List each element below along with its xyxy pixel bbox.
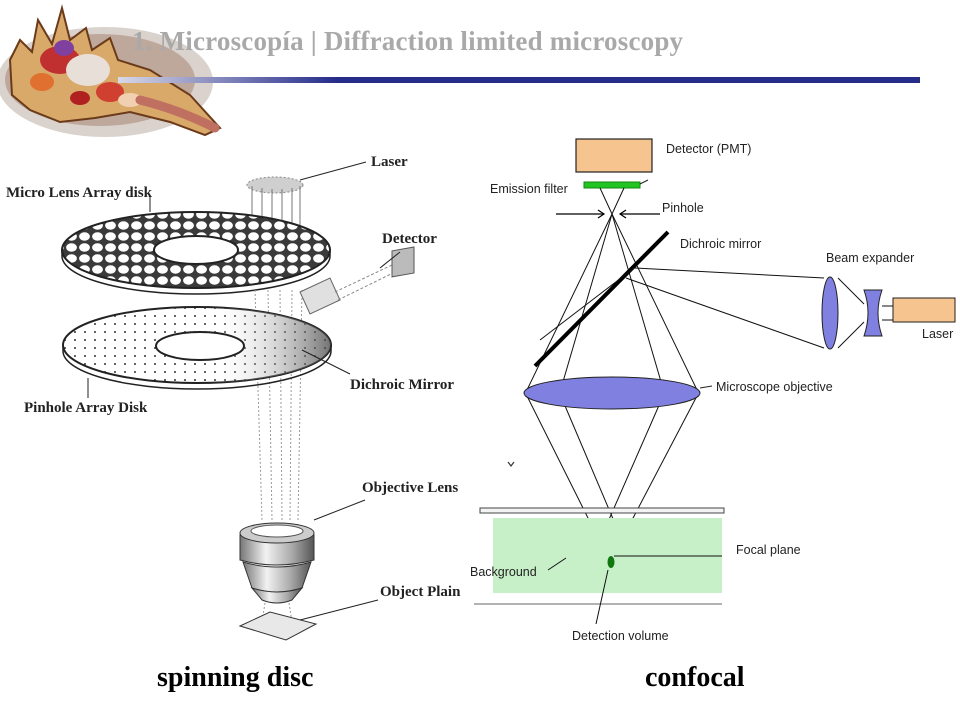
pinhole <box>556 209 660 219</box>
detection-rays <box>525 187 699 563</box>
detection-volume-spot <box>607 556 615 568</box>
label-microscope-objective: Microscope objective <box>716 380 833 394</box>
caption-spinning-disc: spinning disc <box>157 662 314 693</box>
label-focal-plane: Focal plane <box>736 543 801 557</box>
label-laser: Laser <box>371 154 408 170</box>
label-dichroic-mirror: Dichroic Mirror <box>350 377 454 393</box>
label-detector-pmt: Detector (PMT) <box>666 142 751 156</box>
title-underline-gradient <box>118 77 338 83</box>
label-pinhole: Pinhole <box>662 201 704 215</box>
detector-pmt-box <box>575 138 653 173</box>
laser-rays <box>539 267 894 349</box>
label-beam-expander: Beam expander <box>826 251 914 265</box>
spinning-disc-diagram <box>61 161 415 641</box>
label-laser-confocal: Laser <box>922 327 953 341</box>
label-pinhole-array-disk: Pinhole Array Disk <box>24 400 148 416</box>
microscope-objective <box>523 376 701 410</box>
laser-source <box>892 297 956 323</box>
pinhole-array-disk <box>62 306 332 390</box>
micro-lens-array-disk <box>61 211 331 295</box>
label-emission-filter: Emission filter <box>490 182 568 196</box>
label-background: Background <box>470 565 537 579</box>
cover-glass <box>479 507 725 514</box>
caption-confocal: confocal <box>645 662 745 693</box>
label-objective-lens: Objective Lens <box>362 480 458 496</box>
laser-beam-top <box>246 176 304 194</box>
dichroic-mirror <box>533 230 670 368</box>
label-object-plain: Object Plain <box>380 584 461 600</box>
label-dichroic-mirror-confocal: Dichroic mirror <box>680 237 761 251</box>
slide-title: 1. Microscopía | Diffraction limited mic… <box>132 26 684 56</box>
label-micro-lens-array-disk: Micro Lens Array disk <box>6 185 153 201</box>
label-detection-volume: Detection volume <box>572 629 669 643</box>
dichroic-mirror-small <box>299 277 341 315</box>
object-plain <box>238 611 318 641</box>
beam-expander <box>821 276 883 350</box>
confocal-diagram <box>474 138 956 625</box>
objective-lens <box>239 522 315 604</box>
emission-filter <box>583 181 641 189</box>
detector-block <box>391 246 415 278</box>
title-underline <box>118 77 920 83</box>
label-detector: Detector <box>382 231 437 247</box>
cell-illustration-logo <box>0 0 240 145</box>
